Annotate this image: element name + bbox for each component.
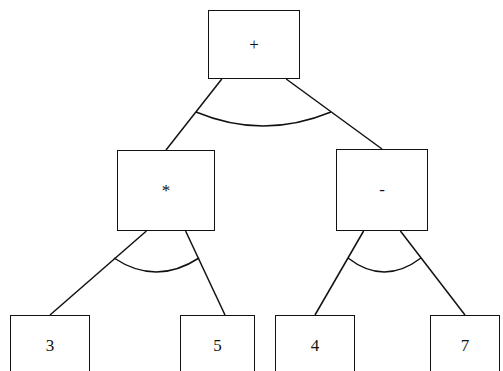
operand-label: 4 [311,336,320,356]
tree-branch [166,79,222,150]
operand-label: 5 [213,336,222,356]
operand-label: 3 [46,336,55,356]
and-arc [114,258,199,272]
operator-box: + [208,10,300,79]
operator-box: - [336,149,428,231]
tree-branch [50,231,146,315]
leaf-box: 5 [180,315,255,371]
leaf-box: 3 [10,315,90,371]
and-arc [348,258,421,272]
operator-label: * [162,181,171,201]
tree-branch [400,231,465,315]
operator-box: * [117,150,215,231]
leaf-box: 7 [430,315,500,371]
operator-label: + [249,35,259,55]
tree-branch [286,79,382,149]
leaf-box: 4 [275,315,355,371]
tree-branch [186,231,225,315]
tree-branch [315,231,364,315]
operator-label: - [379,180,385,200]
and-arc [196,112,331,126]
operand-label: 7 [461,336,470,356]
